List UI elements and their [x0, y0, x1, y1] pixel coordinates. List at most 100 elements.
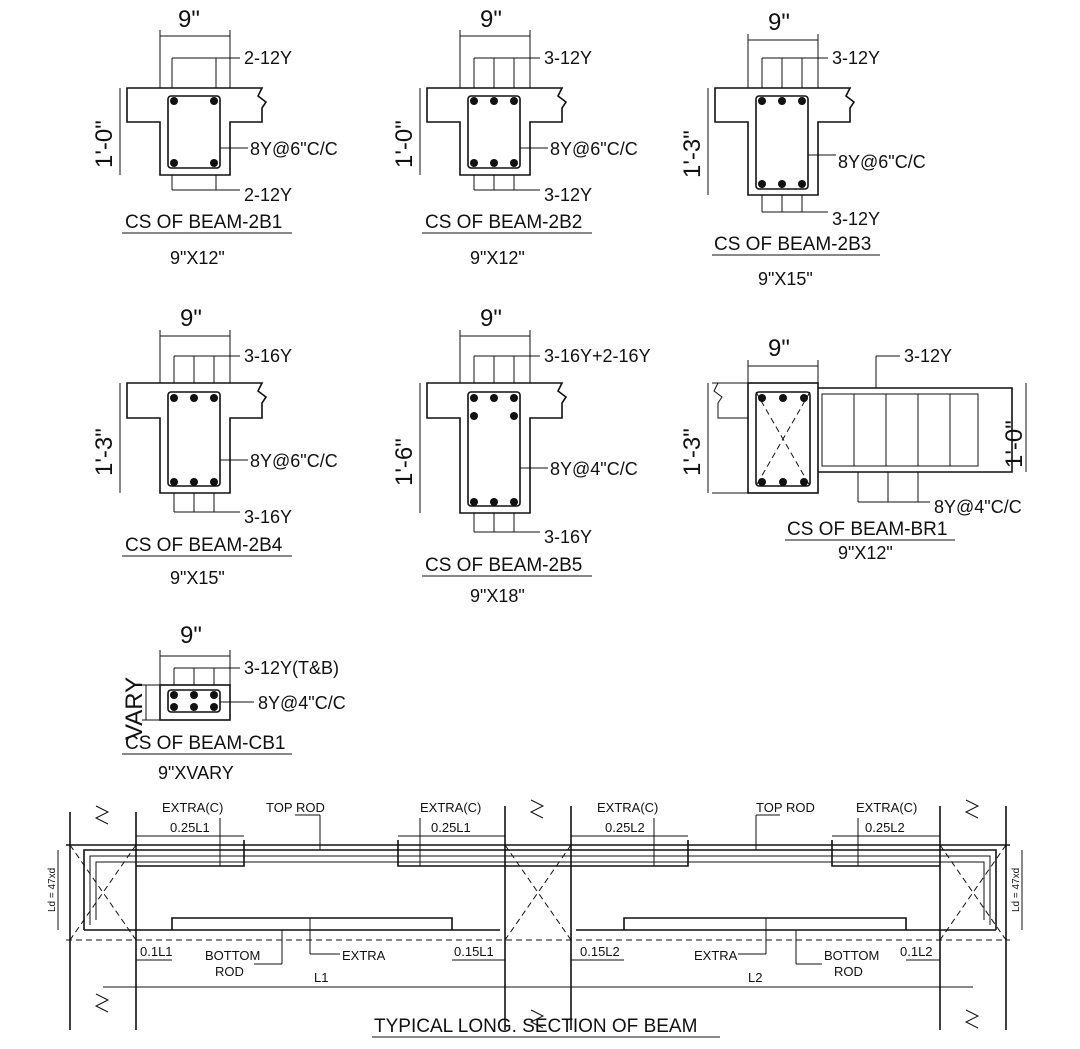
beam-outline — [426, 87, 568, 176]
section-cb1: 9" 3-12Y(T&B) 8Y@4"C/C VARY CS OF BEAM-C… — [121, 622, 346, 783]
extra-bottom-bar-2 — [623, 917, 907, 930]
extra-label-1: EXTRA — [342, 948, 386, 963]
bottom-rod-label-1b: ROD — [215, 964, 244, 979]
extra-top-bar-1 — [136, 840, 245, 867]
stirrup-label: 8Y@6"C/C — [550, 139, 638, 159]
bottom-bar-label: 3-12Y — [832, 209, 880, 229]
column-left — [69, 805, 137, 1030]
width-dim-label: 9" — [480, 305, 502, 332]
width-dim-label: 9" — [180, 305, 202, 332]
top-bar-label: 3-16Y+2-16Y — [544, 346, 651, 366]
stirrup — [467, 391, 521, 507]
stirrup — [467, 95, 521, 169]
stirrup — [167, 689, 221, 713]
top-bar-label: 2-12Y — [244, 48, 292, 68]
stirrup — [167, 391, 221, 487]
top-bar-label: 3-12Y — [904, 346, 952, 366]
top-bar-label: 3-16Y — [244, 346, 292, 366]
bottom-bar-label: 2-12Y — [244, 185, 292, 205]
dim-b4: 0.1L2 — [900, 944, 933, 959]
section-size: 9"X15" — [170, 568, 225, 588]
column-middle — [504, 799, 572, 1030]
beam-outline — [426, 382, 568, 514]
bottom-rod-label-1: BOTTOM — [205, 948, 260, 963]
stirrup — [755, 95, 809, 190]
stirrup — [167, 95, 221, 169]
bottom-bar-label: 3-12Y — [544, 185, 592, 205]
stirrup-label: 8Y@4"C/C — [934, 497, 1022, 517]
dim-b3: 0.15L2 — [580, 944, 620, 959]
long-section: 0.25L1 0.25L1 0.25L2 0.25L2 EXTRA(C) EXT… — [47, 799, 1023, 1038]
section-br1: 9" 3-12Y 8Y@4"C/C 1'-3" 1'-0" CS OF BEAM… — [679, 335, 1028, 563]
section-title: CS OF BEAM-CB1 — [125, 733, 285, 754]
bottom-rod-label-2: BOTTOM — [824, 948, 879, 963]
bottom-bar-label: 3-16Y — [244, 507, 292, 527]
width-dim-label: 9" — [480, 6, 502, 33]
width-dim-label: 9" — [768, 335, 790, 362]
extra-c-label-1: EXTRA(C) — [162, 800, 223, 815]
extra-bottom-bar-1 — [171, 917, 453, 930]
section-title: CS OF BEAM-2B1 — [125, 212, 282, 233]
section-title: CS OF BEAM-BR1 — [787, 519, 947, 540]
bottom-bar-label: 3-16Y — [544, 527, 592, 547]
section-2b1: 9" 2-12Y 8Y@6"C/C 2-12Y 1'-0" CS OF BEAM… — [91, 6, 338, 268]
section-size: 9"X15" — [758, 269, 813, 289]
depth-dim-label: 1'-0" — [91, 120, 118, 168]
dim-t4: 0.25L2 — [865, 820, 905, 835]
section-title: CS OF BEAM-2B4 — [125, 535, 283, 556]
depth-dim-label: 1'-6" — [391, 438, 418, 486]
dim-t2: 0.25L1 — [431, 820, 471, 835]
depth-dim-label: 1'-3" — [679, 428, 706, 476]
stirrup-label: 8Y@6"C/C — [250, 139, 338, 159]
section-size: 9"XVARY — [158, 763, 234, 783]
width-dim-label: 9" — [180, 622, 202, 649]
stirrup-label: 8Y@4"C/C — [550, 459, 638, 479]
dim-t3: 0.25L2 — [605, 820, 645, 835]
width-dim-label: 9" — [768, 9, 790, 36]
beam-outline — [126, 382, 268, 494]
extra-c-label-4: EXTRA(C) — [856, 800, 917, 815]
span-l1: L1 — [314, 970, 328, 985]
extra-top-bar-2 — [397, 840, 689, 867]
stirrup-label: 8Y@6"C/C — [838, 152, 926, 172]
section-size: 9"X12" — [470, 248, 525, 268]
top-bar-label: 3-12Y — [544, 48, 592, 68]
depth-dim-label-right: 1'-0" — [1001, 420, 1028, 468]
span-l2: L2 — [748, 970, 762, 985]
extra-label-2: EXTRA — [694, 948, 738, 963]
top-rod-label-2: TOP — [756, 800, 783, 815]
beam-outline — [714, 87, 856, 196]
section-2b3: 9" 3-12Y 8Y@6"C/C 3-12Y 1'-3" CS OF BEAM… — [679, 9, 926, 289]
beam-outline — [747, 382, 819, 494]
beam-outline — [126, 87, 268, 176]
column-right — [939, 799, 1007, 1030]
section-2b4: 9" 3-16Y 8Y@6"C/C 3-16Y 1'-3" CS OF BEAM… — [91, 305, 338, 588]
top-rod-label-1b: ROD — [296, 800, 325, 815]
section-2b2: 9" 3-12Y 8Y@6"C/C 3-12Y 1'-0" CS OF BEAM… — [391, 6, 638, 268]
dim-b1: 0.1L1 — [140, 944, 173, 959]
section-size: 9"X18" — [470, 586, 525, 606]
long-section-title: TYPICAL LONG. SECTION OF BEAM — [374, 1016, 697, 1037]
top-bar-label: 3-12Y — [832, 48, 880, 68]
section-size: 9"X12" — [838, 543, 893, 563]
section-title: CS OF BEAM-2B3 — [714, 234, 871, 255]
extra-top-bar-3 — [831, 840, 940, 867]
section-title: CS OF BEAM-2B5 — [425, 555, 582, 576]
depth-dim-label: 1'-3" — [91, 428, 118, 476]
stirrup-label: 8Y@6"C/C — [250, 451, 338, 471]
depth-dim-label: 1'-0" — [391, 120, 418, 168]
depth-dim-label: VARY — [121, 677, 148, 740]
ld-label-right: Ld = 47xd — [1011, 868, 1022, 912]
extra-c-label-3: EXTRA(C) — [597, 800, 658, 815]
bottom-rod-label-2b: ROD — [834, 964, 863, 979]
section-title: CS OF BEAM-2B2 — [425, 212, 582, 233]
top-rod-label-2b: ROD — [786, 800, 815, 815]
ld-label-left: Ld = 47xd — [47, 868, 58, 912]
dim-t1: 0.25L1 — [170, 820, 210, 835]
top-rod-label-1: TOP — [266, 800, 293, 815]
extra-c-label-2: EXTRA(C) — [420, 800, 481, 815]
top-rod — [83, 849, 997, 930]
section-2b5: 9" 3-16Y+2-16Y 8Y@4"C/C 3-16Y 1'-6" CS O… — [391, 305, 651, 606]
top-bar-label: 3-12Y(T&B) — [244, 658, 339, 678]
